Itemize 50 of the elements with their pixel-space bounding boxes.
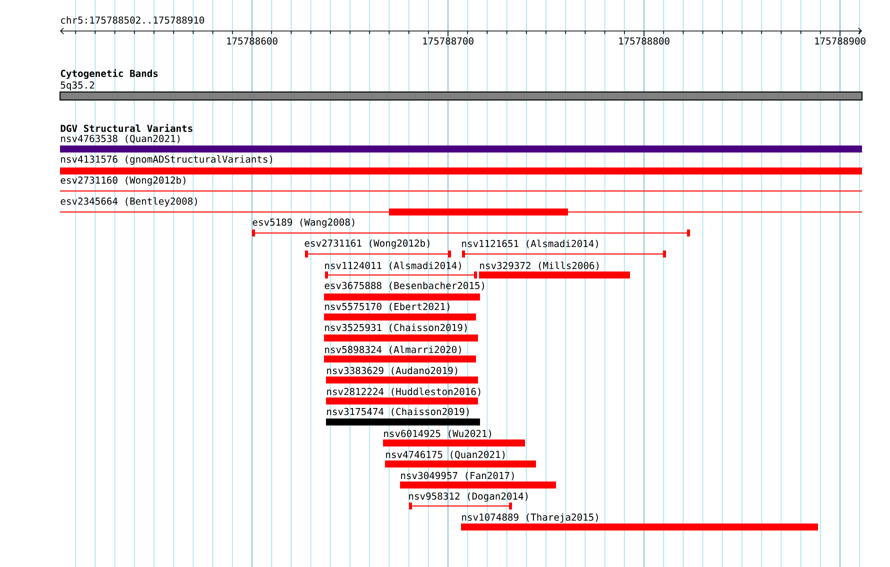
variant-feature: esv2731161 (Wong2012b) [304, 239, 452, 258]
node-label: nsv3525931 (Chaisson2019) [325, 324, 467, 332]
tick-label: 175788800 [619, 37, 670, 45]
node-label: nsv329372 (Mills2006) [480, 262, 599, 270]
variant-feature: nsv4746175 (Quan2021) [385, 450, 536, 468]
track-title: Cytogenetic Bands [60, 69, 158, 79]
variant-feature: esv5189 (Wang2008) [252, 218, 690, 236]
node-label: nsv958312 (Dogan2014) [409, 492, 528, 502]
tick-label: 175788700 [423, 37, 474, 45]
node-label: esv2731161 (Wong2012b) [304, 239, 430, 249]
node-label: nsv6014925 (Wu2021) [384, 430, 492, 438]
node-label: nsv4131576 (gnomADStructuralVariants) [61, 155, 272, 165]
variant-feature: nsv5575170 (Ebert2021) [324, 302, 476, 320]
variant-feature: nsv3175474 (Chaisson2019) [326, 408, 480, 426]
node-label: nsv4763538 (Quan2021) [61, 134, 180, 144]
node-label: esv5189 (Wang2008) [252, 218, 354, 228]
node-label: nsv5898324 (Almarri2020) [325, 346, 461, 354]
cytoband-bar: 5q35.2 [60, 81, 863, 100]
node-label: nsv5575170 (Ebert2021) [325, 302, 450, 312]
variant-feature: nsv2812224 (Huddleston2016) [326, 388, 480, 404]
track-title: DGV Structural Variants [60, 124, 192, 132]
node-label: nsv4746175 (Quan2021) [386, 450, 505, 460]
node-label: esv3675888 (Besenbacher2015) [324, 282, 484, 290]
node-label: nsv1074889 (Thareja2015) [462, 513, 598, 523]
node-label: esv2345664 (Bentley2008) [60, 197, 197, 207]
variant-feature: nsv5898324 (Almarri2020) [324, 346, 476, 362]
variant-feature: esv2731160 (Wong2012b) [60, 176, 863, 192]
node-label: nsv3049957 (Fan2017) [401, 472, 514, 480]
variant-feature: nsv6014925 (Wu2021) [383, 430, 525, 446]
variant-feature: esv2345664 (Bentley2008) [60, 197, 863, 216]
node-label: nsv2812224 (Huddleston2016) [327, 388, 480, 396]
variant-feature: nsv4763538 (Quan2021) [60, 134, 862, 152]
node-label: 5q35.2 [60, 81, 94, 91]
tick-label: 175788600 [227, 37, 278, 45]
node-label: nsv3383629 (Audano2019) [327, 366, 458, 376]
variant-feature: nsv329372 (Mills2006) [479, 262, 630, 278]
tick-label: 175788900 [815, 37, 866, 45]
variant-feature: nsv1074889 (Thareja2015) [461, 513, 818, 530]
variant-feature: nsv4131576 (gnomADStructuralVariants) [60, 155, 862, 174]
node-label: nsv3175474 (Chaisson2019) [327, 408, 469, 416]
node-label: nsv1124011 (Alsmadi2014) [325, 262, 461, 270]
variant-feature: nsv1124011 (Alsmadi2014) [324, 262, 478, 278]
variant-feature: nsv3525931 (Chaisson2019) [324, 324, 478, 342]
variant-feature: nsv3049957 (Fan2017) [400, 472, 556, 488]
variant-feature: nsv1121651 (Alsmadi2014) [462, 240, 666, 258]
coordinate-label: chr5:175788502..175788910 [61, 16, 204, 24]
node-label: nsv1121651 (Alsmadi2014) [462, 240, 598, 248]
variant-feature: nsv958312 (Dogan2014) [408, 492, 528, 510]
variant-feature: esv3675888 (Besenbacher2015) [324, 282, 484, 300]
variant-feature: nsv3383629 (Audano2019) [326, 366, 478, 384]
